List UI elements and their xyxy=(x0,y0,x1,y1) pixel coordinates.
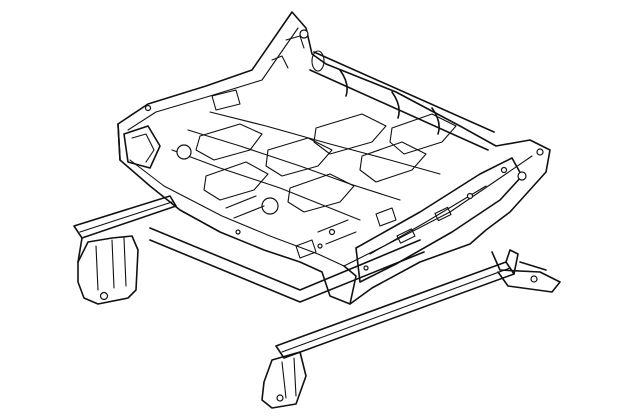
rear-bracket-bottom xyxy=(261,351,307,409)
seat-pan-plates xyxy=(195,113,457,213)
mounting-holes xyxy=(144,29,544,271)
frame-details xyxy=(211,35,397,259)
side-plate-right xyxy=(355,157,523,283)
rear-crossbar xyxy=(309,50,495,151)
rear-bracket-left xyxy=(77,235,139,305)
side-plate-left xyxy=(123,125,161,169)
lower-tube xyxy=(149,227,425,303)
seat-springs xyxy=(171,111,441,221)
right-rail xyxy=(275,249,519,359)
front-bracket-right xyxy=(491,251,561,293)
